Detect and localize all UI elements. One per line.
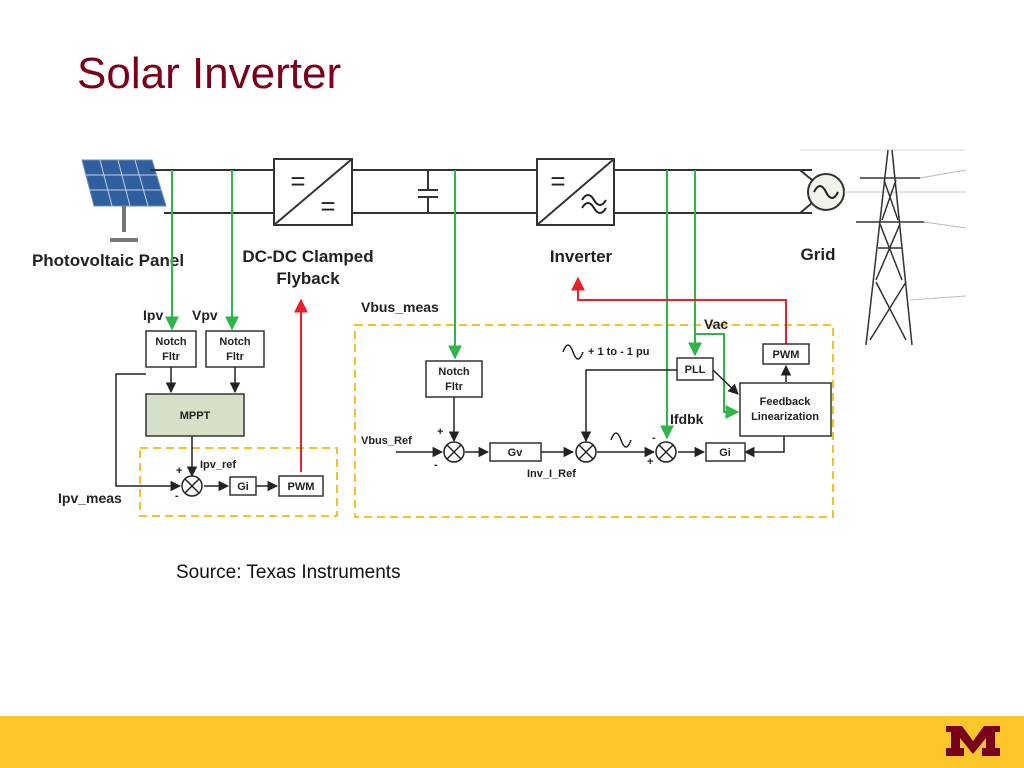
- summing-junction-ipv: [181, 475, 203, 497]
- gi-right-label: Gi: [719, 447, 731, 459]
- vbus-sum-minus: -: [434, 459, 438, 471]
- gi-left-label: Gi: [237, 481, 249, 493]
- ipv-signal-label: Ipv: [143, 307, 163, 323]
- dc-link-capacitor-icon: [418, 170, 438, 213]
- feedback-linearization-block: [739, 382, 832, 437]
- ipv-meas-label: Ipv_meas: [58, 490, 122, 506]
- pwm-left-label: PWM: [288, 481, 315, 493]
- gi-block-right: [705, 442, 746, 462]
- sine-wave-icon: [562, 344, 584, 360]
- notch-vbus-label-2: Fltr: [445, 381, 463, 393]
- notch-filter-vbus-block: [425, 360, 483, 398]
- dashed-boost-control-box: [139, 447, 338, 517]
- slide-title: Solar Inverter: [77, 49, 342, 98]
- current-sum-minus: -: [652, 432, 656, 444]
- grid-label: Grid: [801, 245, 836, 264]
- inv-i-ref-label: Inv_I_Ref: [527, 468, 576, 480]
- dcdc-converter-block: = =: [273, 158, 353, 226]
- notch-ipv-label-2: Fltr: [162, 351, 180, 363]
- svg-text:=: =: [550, 166, 565, 196]
- gv-block: [489, 442, 542, 462]
- dcdc-label-line2: Flyback: [276, 269, 340, 288]
- notch-filter-ipv-block: [145, 330, 197, 368]
- ipv-ref-label: Ipv_ref: [200, 459, 236, 471]
- sensing-arrows: [165, 170, 740, 440]
- svg-text:=: =: [290, 166, 305, 196]
- vac-label: Vac: [704, 316, 728, 332]
- feedback-label-1: Feedback: [760, 396, 812, 408]
- inverter-label: Inverter: [550, 247, 613, 266]
- pwm-drive-arrows: [294, 276, 787, 472]
- university-logo-icon: [946, 726, 1000, 756]
- gv-label: Gv: [508, 447, 524, 459]
- inverter-block: =: [536, 158, 615, 226]
- left-control-wiring: [115, 367, 279, 492]
- feedback-label-2: Linearization: [751, 411, 819, 423]
- current-sum-plus: +: [647, 456, 653, 468]
- summing-junction-current: [655, 441, 677, 463]
- dashed-inverter-control-box: [354, 324, 834, 518]
- right-control-wiring: [396, 369, 785, 458]
- mppt-label: MPPT: [180, 410, 211, 422]
- notch-vpv-label-2: Fltr: [226, 351, 244, 363]
- solar-panel-icon: [81, 159, 167, 242]
- ac-source-icon: [799, 149, 966, 214]
- pwm-right-label: PWM: [773, 349, 800, 361]
- source-caption: Source: Texas Instruments: [176, 562, 401, 583]
- transmission-tower-icon: [856, 149, 967, 346]
- multiplier-junction: [575, 441, 597, 463]
- sine-wave-icon: [610, 432, 632, 448]
- gi-block-left: [229, 476, 257, 496]
- dcdc-label-line1: DC-DC Clamped: [242, 247, 373, 266]
- pll-label: PLL: [685, 364, 706, 376]
- footer-bar: [0, 716, 1024, 768]
- pwm-block-left: [278, 475, 324, 497]
- pv-panel-label: Photovoltaic Panel: [32, 251, 184, 270]
- notch-vbus-label-1: Notch: [438, 366, 469, 378]
- pll-block: [676, 357, 714, 381]
- vpv-signal-label: Vpv: [192, 307, 218, 323]
- vbus-sum-plus: +: [437, 426, 443, 438]
- notch-ipv-label-1: Notch: [155, 336, 186, 348]
- ipv-sum-plus: +: [176, 465, 182, 477]
- svg-text:=: =: [320, 191, 335, 221]
- ipv-sum-minus: -: [175, 490, 179, 502]
- range-label: + 1 to - 1 pu: [588, 346, 649, 358]
- summing-junction-vbus: [443, 441, 465, 463]
- power-bus: [150, 169, 812, 214]
- vbus-ref-label: Vbus_Ref: [361, 435, 412, 447]
- mppt-block: [145, 393, 245, 437]
- pwm-block-right: [762, 343, 810, 365]
- ifdbk-label: Ifdbk: [670, 411, 704, 427]
- notch-vpv-label-1: Notch: [219, 336, 250, 348]
- vbus-meas-label: Vbus_meas: [361, 299, 439, 315]
